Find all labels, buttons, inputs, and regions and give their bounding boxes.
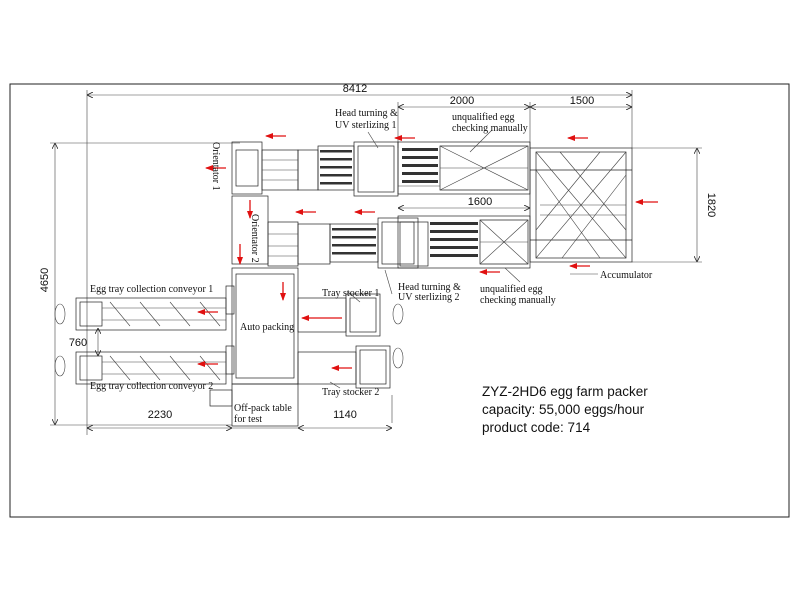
flow-arrows [197,133,658,371]
egg-tray-conveyor-1 [75,297,227,331]
checking-section-2 [397,215,531,269]
label-orientator-2: Orientator 2 [249,214,260,263]
dim-total-length: 8412 [343,83,367,95]
tray-stocker-1 [297,293,381,337]
dim-1140: 1140 [333,409,357,421]
label-unqualified-2-l2: checking manually [480,295,556,306]
dim-1500: 1500 [570,95,594,107]
dim-2230: 2230 [148,409,172,421]
egg-tray-conveyor-2 [75,351,227,385]
label-off-pack-l2: for test [234,414,262,425]
tray-stocker-2 [297,345,391,389]
label-egg-tray-conveyor-1: Egg tray collection conveyor 1 [90,284,213,295]
label-accumulator: Accumulator [600,270,653,281]
checking-section-1 [397,141,531,195]
leader-lines [329,129,598,389]
orientator-2-machine [231,195,299,267]
dim-760: 760 [69,337,87,349]
dim-1820: 1820 [705,193,717,217]
label-off-pack-l1: Off-pack table [234,403,292,414]
label-head-turning-1-l1: Head turning & [335,108,398,119]
drawing-frame [9,83,790,518]
label-auto-packing: Auto packing [240,322,294,333]
label-unqualified-1-l1: unqualified egg [452,112,514,123]
orientator-1-machine [231,141,299,195]
off-pack-table [209,383,299,427]
dim-4650: 4650 [39,268,51,292]
info-product-code: product code: 714 [482,420,591,435]
dimension-lines [50,90,702,435]
head-turning-machine-2 [297,217,419,269]
info-model: ZYZ-2HD6 egg farm packer [482,384,648,399]
label-unqualified-2-l1: unqualified egg [480,284,542,295]
label-tray-stocker-2: Tray stocker 2 [322,387,379,398]
head-turning-machine-1 [297,141,399,197]
label-tray-stocker-1: Tray stocker 1 [322,288,379,299]
label-orientator-1: Orientator 1 [210,142,221,191]
label-head-turning-2-l2: UV sterlizing 2 [398,292,459,303]
info-capacity: capacity: 55,000 eggs/hour [482,402,645,417]
dim-1600: 1600 [468,196,492,208]
dim-2000: 2000 [450,95,474,107]
rotation-symbols [54,303,404,377]
label-unqualified-1-l2: checking manually [452,123,528,134]
label-egg-tray-conveyor-2: Egg tray collection conveyor 2 [90,381,213,392]
label-head-turning-2-l1: Head turning & [398,282,461,293]
accumulator-machine [529,147,633,263]
label-head-turning-1-l2: UV sterlizing 1 [335,120,396,131]
